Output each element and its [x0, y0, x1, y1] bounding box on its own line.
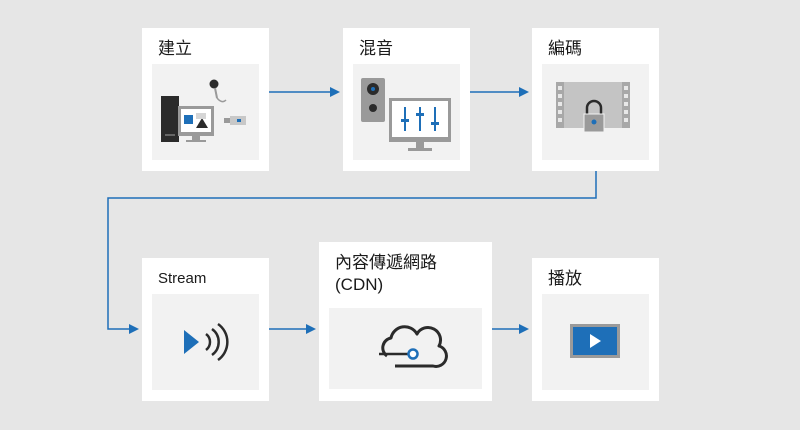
step-stream-title: Stream	[158, 270, 207, 287]
step-stream-icon-panel	[152, 294, 259, 390]
step-cdn-icon-panel	[329, 308, 482, 389]
step-encode-icon-panel	[542, 64, 649, 160]
step-stream: Stream	[142, 258, 269, 401]
step-play-icon-panel	[542, 294, 649, 390]
step-mix-icon-panel	[353, 64, 460, 160]
step-play-title: 播放	[548, 269, 582, 288]
step-create-icon-panel	[152, 64, 259, 160]
step-encode: 編碼	[532, 28, 659, 171]
step-cdn: 內容傳遞網路 (CDN)	[319, 242, 492, 401]
step-encode-title: 編碼	[548, 39, 582, 58]
step-create-title: 建立	[158, 39, 192, 58]
step-create: 建立	[142, 28, 269, 171]
encrypted-film-icon	[556, 82, 630, 133]
streaming-icon	[184, 322, 229, 362]
step-cdn-title: 內容傳遞網路 (CDN)	[335, 253, 437, 294]
studio-capture-icon	[161, 79, 246, 142]
arrow-encode-to-stream	[107, 171, 597, 334]
step-mix-title: 混音	[359, 39, 393, 58]
step-play: 播放	[532, 258, 659, 401]
play-screen-icon	[570, 324, 620, 358]
step-mix: 混音	[343, 28, 470, 171]
cloud-icon	[379, 325, 448, 368]
mixing-console-icon	[361, 78, 451, 151]
